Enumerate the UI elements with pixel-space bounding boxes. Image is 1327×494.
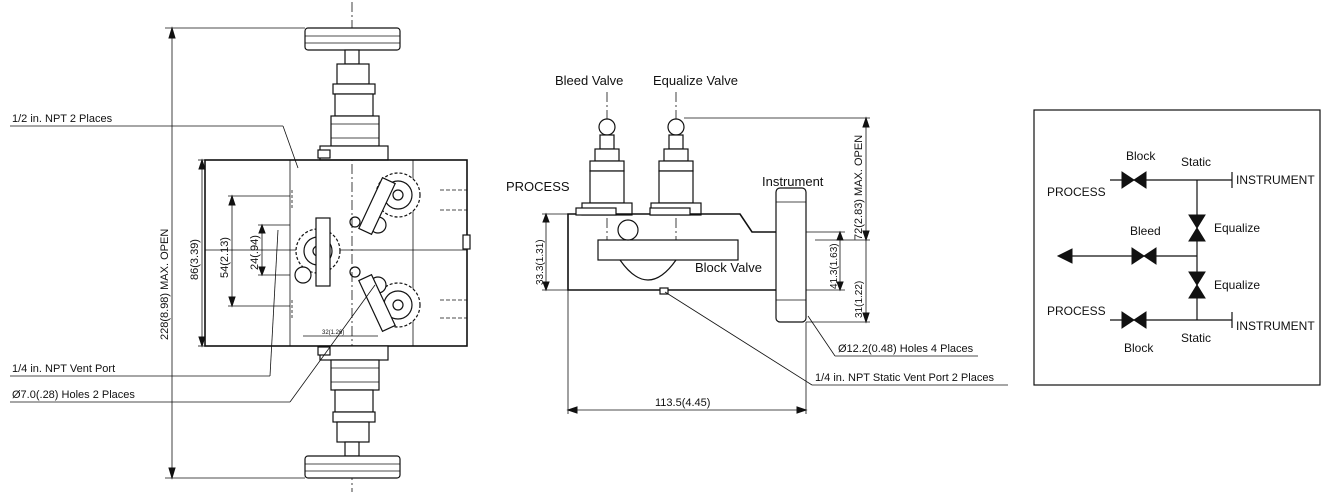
dim-inner: 54(2.13) — [219, 237, 231, 278]
equalize-valve-label: Equalize Valve — [653, 73, 738, 88]
front-view: 228(8.98) MAX. OPEN 86(3.39) 54(2.13) 24… — [10, 2, 471, 492]
sch-process-bottom: PROCESS — [1047, 304, 1106, 318]
dim-right-lower: 31(1.22) — [854, 281, 865, 318]
equalize-valve-bottom-icon — [1188, 271, 1206, 299]
dim-horizontal: 32(1.26) — [322, 330, 344, 336]
sch-block-top: Block — [1126, 149, 1156, 163]
instrument-flange — [775, 187, 807, 323]
static-vent-label: 1/4 in. NPT Static Vent Port 2 Places — [815, 372, 994, 384]
vent-port-label: 1/4 in. NPT Vent Port — [12, 363, 115, 375]
holes-label-side: Ø12.2(0.48) Holes 4 Places — [838, 343, 974, 355]
sch-equalize-bottom: Equalize — [1214, 278, 1260, 292]
npt-half-label: 1/2 in. NPT 2 Places — [12, 113, 113, 125]
bleed-valve-icon — [1131, 247, 1157, 265]
sch-block-bottom: Block — [1124, 341, 1154, 355]
schematic-diagram: Block Static INSTRUMENT PROCESS Equalize… — [1033, 109, 1321, 386]
block-valve-label: Block Valve — [695, 260, 762, 275]
sch-instrument-bottom: INSTRUMENT — [1236, 319, 1315, 333]
sch-bleed: Bleed — [1130, 224, 1161, 238]
dim-right-upper: 41.3(1.63) — [829, 243, 840, 289]
bleed-arrow-icon — [1056, 248, 1073, 264]
sch-instrument-top: INSTRUMENT — [1236, 173, 1315, 187]
process-label-side: PROCESS — [506, 179, 570, 194]
equalize-valve-top-icon — [1188, 214, 1206, 242]
sch-static-bottom: Static — [1181, 331, 1211, 345]
dim-body: 86(3.39) — [189, 239, 201, 280]
dim-overall: 228(8.98) MAX. OPEN — [159, 229, 171, 340]
schematic-frame — [1033, 109, 1321, 386]
block-valve-bottom-icon — [1121, 311, 1147, 329]
sch-equalize-top: Equalize — [1214, 221, 1260, 235]
dim-left: 33.3(1.31) — [535, 239, 546, 285]
dim-max-open: 72(2.83) MAX. OPEN — [853, 135, 865, 240]
bottom-handwheel — [304, 455, 401, 479]
dim-width: 113.5(4.45) — [655, 397, 710, 409]
dim-small: 24(.94) — [249, 235, 261, 270]
top-handwheel — [304, 27, 401, 51]
holes-label-front: Ø7.0(.28) Holes 2 Places — [12, 389, 135, 401]
sch-static-top: Static — [1181, 155, 1211, 169]
side-view: Bleed Valve Equalize Valve PROCESS Instr… — [506, 73, 1008, 414]
instrument-label-side: Instrument — [762, 174, 824, 189]
bleed-valve-label: Bleed Valve — [555, 73, 623, 88]
block-valve-top-icon — [1121, 171, 1147, 189]
sch-process-top: PROCESS — [1047, 185, 1106, 199]
